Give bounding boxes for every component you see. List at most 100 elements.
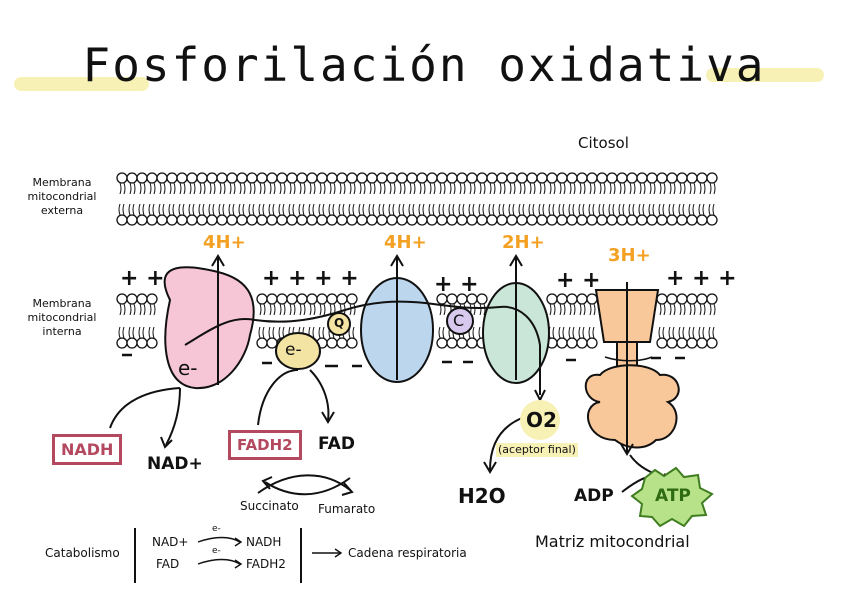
matrix-label: Matriz mitocondrial	[535, 532, 690, 551]
phospholipid-tail	[312, 326, 315, 339]
phospholipid-head	[666, 337, 678, 349]
legend-row1-electron: e-	[212, 524, 221, 534]
phospholipid-tail	[129, 182, 132, 195]
phospholipid-head	[256, 172, 268, 184]
phospholipid-tail	[542, 203, 545, 216]
phospholipid-head	[386, 172, 398, 184]
phospholipid-head	[686, 337, 698, 349]
phospholipid-tail	[383, 182, 386, 195]
phospholipid-head	[596, 214, 608, 226]
phospholipid-head	[626, 172, 638, 184]
phospholipid-tail	[522, 203, 525, 216]
phospholipid-tail	[488, 203, 491, 216]
phospholipid-head	[446, 337, 458, 349]
inner-membrane-bilayer	[116, 293, 718, 349]
plus-signs-2: + + + +	[262, 266, 359, 291]
phospholipid-tail	[323, 303, 326, 316]
phospholipid-tail	[472, 326, 475, 339]
phospholipid-head	[266, 337, 278, 349]
phospholipid-head	[586, 172, 598, 184]
phospholipid-head	[266, 214, 278, 226]
phospholipid-head	[306, 293, 318, 305]
phospholipid-tail	[138, 203, 141, 216]
phospholipid-tail	[593, 303, 596, 316]
phospholipid-head	[166, 214, 178, 226]
phospholipid-tail	[562, 326, 565, 339]
phospholipid-tail	[592, 203, 595, 216]
phospholipid-head	[666, 293, 678, 305]
phospholipid-tail	[318, 326, 321, 339]
phospholipid-head	[636, 172, 648, 184]
phospholipid-tail	[158, 203, 161, 216]
phospholipid-head	[706, 293, 718, 305]
phospholipid-head	[606, 172, 618, 184]
phospholipid-tail	[628, 203, 631, 216]
phospholipid-head	[546, 293, 558, 305]
phospholipid-head	[476, 293, 488, 305]
phospholipid-head	[116, 293, 128, 305]
phospholipid-head	[696, 293, 708, 305]
phospholipid-tail	[692, 203, 695, 216]
phospholipid-head	[126, 214, 138, 226]
phospholipid-tail	[648, 203, 651, 216]
phospholipid-tail	[692, 326, 695, 339]
phospholipid-tail	[243, 182, 246, 195]
phospholipid-tail	[182, 203, 185, 216]
phospholipid-head	[636, 214, 648, 226]
phospholipid-tail	[352, 203, 355, 216]
phospholipid-tail	[709, 182, 712, 195]
phospholipid-tail	[122, 326, 125, 339]
phospholipid-head	[426, 214, 438, 226]
phospholipid-tail	[152, 326, 155, 339]
phospholipid-tail	[693, 182, 696, 195]
phospholipid-tail	[582, 326, 585, 339]
phospholipid-tail	[682, 326, 685, 339]
phospholipid-tail	[342, 203, 345, 216]
phospholipid-tail	[402, 203, 405, 216]
phospholipid-tail	[162, 203, 165, 216]
phospholipid-tail	[698, 326, 701, 339]
phospholipid-tail	[253, 182, 256, 195]
phospholipid-tail	[438, 203, 441, 216]
phospholipid-tail	[423, 182, 426, 195]
phospholipid-head	[646, 214, 658, 226]
phospholipid-tail	[683, 182, 686, 195]
phospholipid-tail	[303, 303, 306, 316]
phospholipid-tail	[688, 326, 691, 339]
phospholipid-head	[146, 293, 158, 305]
phospholipid-head	[346, 214, 358, 226]
phospholipid-tail	[623, 182, 626, 195]
phospholipid-head	[326, 172, 338, 184]
phospholipid-tail	[183, 182, 186, 195]
phospholipid-head	[196, 214, 208, 226]
phospholipid-head	[116, 337, 128, 349]
water-arrow	[489, 417, 523, 471]
plus-signs-3: + +	[434, 272, 479, 297]
phospholipid-head	[336, 293, 348, 305]
phospholipid-tail	[598, 203, 601, 216]
phospholipid-tail	[463, 182, 466, 195]
phospholipid-head	[546, 214, 558, 226]
phospholipid-tail	[309, 303, 312, 316]
phospholipid-head	[446, 172, 458, 184]
phospholipid-tail	[363, 182, 366, 195]
phospholipid-tail	[668, 326, 671, 339]
fadh2-box: FADH2	[228, 430, 302, 460]
phospholipid-tail	[268, 203, 271, 216]
phospholipid-head	[536, 172, 548, 184]
phospholipid-tail	[128, 326, 131, 339]
proton-arrows	[211, 254, 634, 456]
phospholipid-head	[136, 337, 148, 349]
phospholipid-tail	[419, 182, 422, 195]
plus-signs-4: + +	[556, 268, 601, 293]
phospholipid-head	[276, 214, 288, 226]
phospholipid-head	[676, 172, 688, 184]
plus-signs-1: + +	[120, 266, 165, 291]
phospholipid-tail	[603, 182, 606, 195]
phospholipid-tail	[618, 203, 621, 216]
phospholipid-tail	[599, 182, 602, 195]
phospholipid-tail	[293, 182, 296, 195]
phospholipid-head	[156, 172, 168, 184]
phospholipid-tail	[479, 303, 482, 316]
phospholipid-tail	[153, 182, 156, 195]
